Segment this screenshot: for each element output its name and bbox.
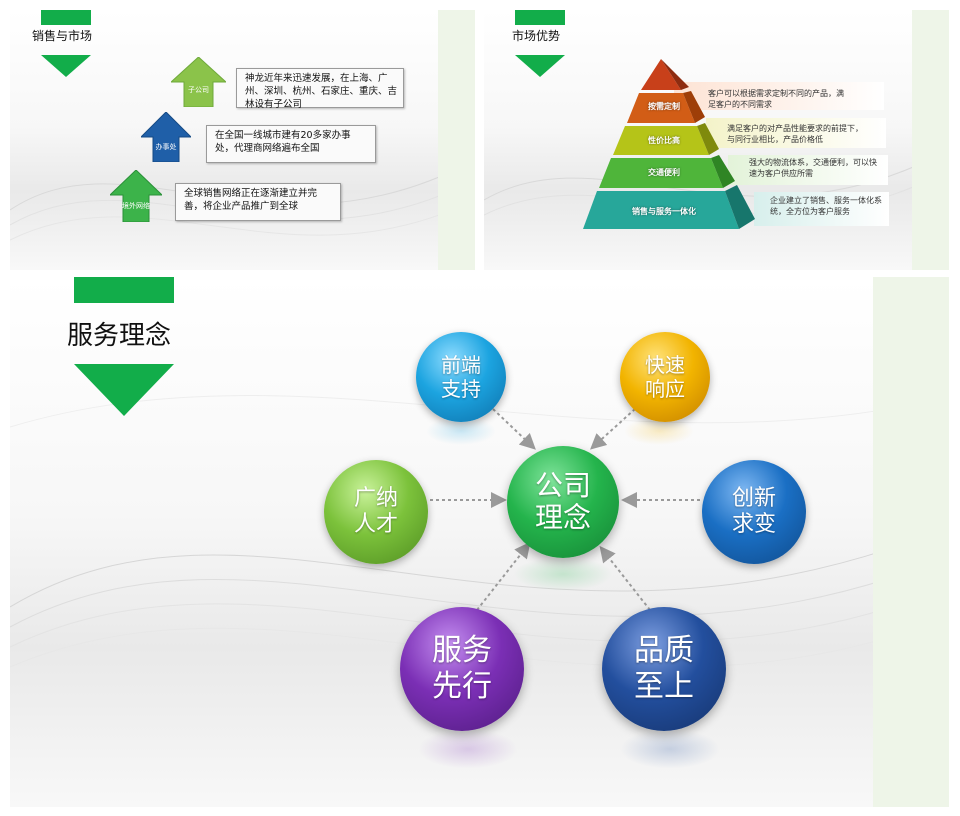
center-concept-ball: 公司 理念: [507, 446, 619, 558]
pyramid-diagram: [583, 59, 755, 229]
title-tag-chevron: [41, 55, 91, 77]
reflection: [620, 729, 720, 769]
pyramid-description: 企业建立了销售、服务一体化系统，全方位为客户服务: [770, 196, 882, 216]
connector-service-first: [476, 541, 531, 611]
right-strip: [912, 10, 949, 270]
pyramid-level-1: [627, 93, 695, 123]
slide-market-advantage: 市场优势 按需定制 性价比高 交通便利 销售与服务一体化 客户可以根据需求定制不…: [484, 10, 949, 270]
subsidiary-info-box: 神龙近年来迅速发展，在上海、广州、深圳、杭州、石家庄、重庆、吉林设有子公司: [236, 68, 404, 110]
ball-label: 前端 支持: [441, 353, 481, 401]
title-tag-bar: [41, 10, 91, 25]
pyramid-label: 性价比高: [648, 136, 680, 145]
slide-title: 销售与市场: [32, 29, 93, 43]
innovation-ball: 创新 求变: [702, 460, 806, 564]
quality-ball: 品质 至上: [602, 607, 726, 731]
service-first-ball: 服务 先行: [400, 607, 524, 731]
desc-band: [674, 82, 884, 110]
pyramid-apex: [641, 59, 681, 90]
slide-service-philosophy: 服务理念 公司 理念 前端 支持 快速 响应 广纳 人才 创新: [10, 277, 949, 807]
pyramid-level-4: [583, 191, 739, 229]
right-strip: [873, 277, 949, 807]
ball-label: 服务 先行: [432, 633, 492, 704]
desc-band: [754, 192, 889, 226]
ball-label: 品质 至上: [634, 633, 694, 704]
connector-front-support: [492, 408, 536, 450]
pyramid-level-2: [613, 126, 709, 155]
connector-lines: [430, 408, 700, 611]
pyramid-label: 按需定制: [648, 102, 680, 111]
right-strip: [438, 10, 475, 270]
slide-title: 服务理念: [67, 321, 172, 351]
overseas-info-box: 全球销售网络正在逐渐建立并完善，将企业产品推广到全球: [175, 183, 341, 221]
desc-band: [706, 118, 886, 148]
pyramid-level-3: [599, 158, 723, 188]
arrow-label: 境外网络: [122, 202, 150, 210]
title-tag-chevron: [74, 364, 174, 416]
subsidiary-arrow-icon: 子公司: [171, 57, 226, 107]
ball-label: 广纳 人才: [353, 486, 398, 537]
arrow-label: 办事处: [155, 143, 177, 151]
title-tag-chevron: [515, 55, 565, 77]
front-support-ball: 前端 支持: [416, 332, 506, 422]
pyramid-description: 强大的物流体系，交通便利，可以快速为客户供应所需: [749, 158, 877, 178]
reflection: [513, 557, 613, 591]
arrow-label: 子公司: [188, 86, 209, 94]
slide-title: 市场优势: [512, 29, 561, 43]
office-arrow-icon: 办事处: [141, 112, 191, 162]
title-tag-bar: [74, 277, 174, 303]
title-tag-bar: [515, 10, 565, 25]
office-info-box: 在全国一线城市建有20多家办事处，代理商网络遍布全国: [206, 125, 376, 163]
reflection: [418, 729, 518, 769]
overseas-arrow-icon: 境外网络: [110, 170, 162, 222]
ball-label: 公司 理念: [534, 469, 591, 534]
pyramid-label: 销售与服务一体化: [632, 207, 696, 216]
pyramid-description: 客户可以根据需求定制不同的产品，满足客户的不同需求: [708, 89, 844, 109]
ball-label: 快速 响应: [645, 353, 685, 401]
pyramid-label: 交通便利: [648, 168, 680, 177]
connector-quality: [599, 545, 651, 611]
talent-ball: 广纳 人才: [324, 460, 428, 564]
slide-sales-market: 销售与市场 子公司 神龙近年来迅速发展，在上海、广州、深圳、杭州、石家庄、重庆、…: [10, 10, 475, 270]
ball-label: 创新 求变: [731, 486, 776, 537]
desc-band: [728, 155, 888, 185]
fast-response-ball: 快速 响应: [620, 332, 710, 422]
pyramid-description: 满足客户的对产品性能要求的前提下，与同行业相比，产品价格低: [727, 124, 863, 144]
